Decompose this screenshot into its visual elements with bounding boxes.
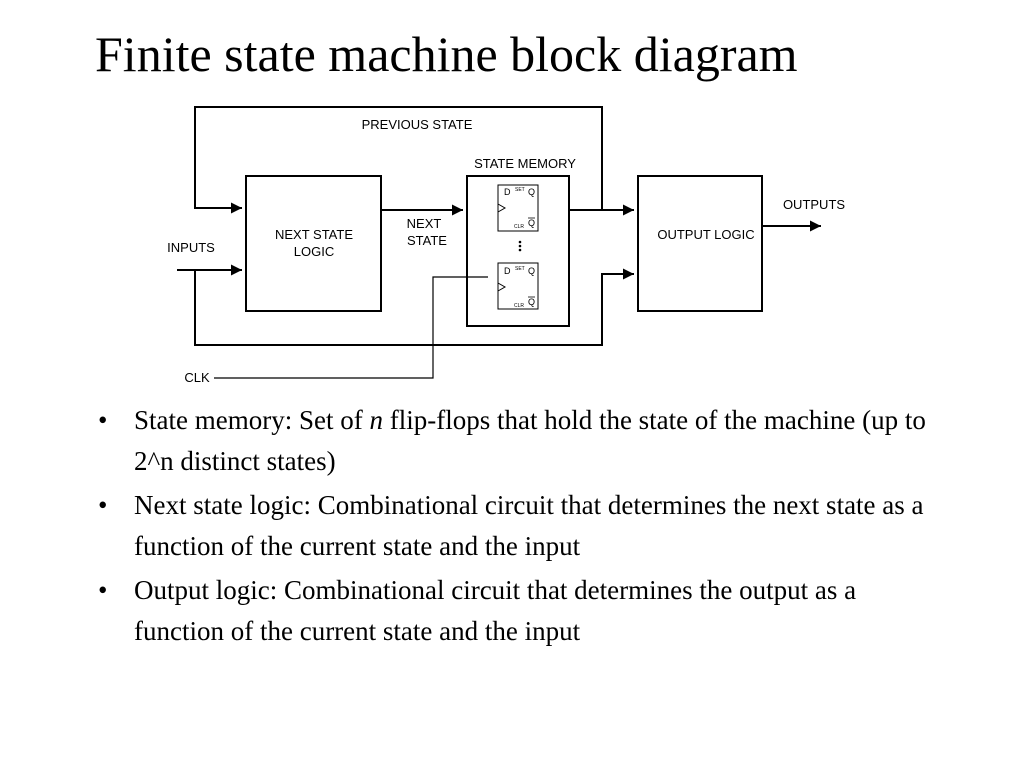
bullet-text-before: State memory: Set of (134, 405, 370, 435)
bullet-list: • State memory: Set of n flip-flops that… (98, 400, 938, 655)
ff-set-label: SET (515, 187, 525, 193)
bullet-marker: • (98, 575, 108, 605)
next-state-label-line2: STATE (407, 233, 447, 248)
inputs-to-output-path (194, 268, 634, 346)
clk-label: CLK (184, 370, 210, 385)
ff-qbar-label: Q (528, 218, 535, 228)
ff-set-label: SET (515, 266, 525, 272)
previous-state-label: PREVIOUS STATE (362, 117, 473, 132)
flip-flop-bottom: D Q Q SET CLR (497, 262, 539, 310)
next-state-logic-block (245, 175, 382, 312)
next-state-logic-label-line1: NEXT STATE (275, 227, 353, 242)
bullet-state-memory: • State memory: Set of n flip-flops that… (98, 400, 938, 481)
inputs-label: INPUTS (167, 240, 215, 255)
next-state-label-line1: NEXT (407, 216, 442, 231)
ff-qbar-label: Q (528, 297, 535, 307)
bullet-next-state-logic: • Next state logic: Combinational circui… (98, 485, 938, 566)
bullet-marker: • (98, 405, 108, 435)
bullet-output-logic: • Output logic: Combinational circuit th… (98, 570, 938, 651)
flip-flop-top: D Q Q SET CLR (497, 184, 539, 232)
ff-d-label: D (504, 187, 511, 197)
bullet-text: Output logic: Combinational circuit that… (134, 575, 857, 646)
slide-title: Finite state machine block diagram (95, 26, 798, 82)
bullet-italic-n: n (369, 405, 383, 435)
previous-state-path (194, 106, 603, 214)
bullet-marker: • (98, 490, 108, 520)
flip-flop-ellipsis (518, 240, 522, 252)
state-memory-label: STATE MEMORY (474, 156, 576, 171)
ff-q-label: Q (528, 266, 535, 276)
output-logic-block (637, 175, 763, 312)
ff-d-label: D (504, 266, 511, 276)
outputs-label: OUTPUTS (783, 197, 845, 212)
output-logic-label: OUTPUT LOGIC (657, 227, 754, 242)
clk-wire (214, 276, 488, 379)
fsm-block-diagram: D Q Q SET CLR D Q Q SET CLR PREVIOUS STA… (167, 106, 845, 385)
bullet-text: Next state logic: Combinational circuit … (134, 490, 924, 561)
ff-clr-label: CLR (514, 303, 524, 309)
next-state-logic-label-line2: LOGIC (294, 244, 334, 259)
ff-q-label: Q (528, 187, 535, 197)
ff-clr-label: CLR (514, 224, 524, 230)
bullet-text-after: flip-flops that hold the state of the ma… (134, 405, 926, 476)
